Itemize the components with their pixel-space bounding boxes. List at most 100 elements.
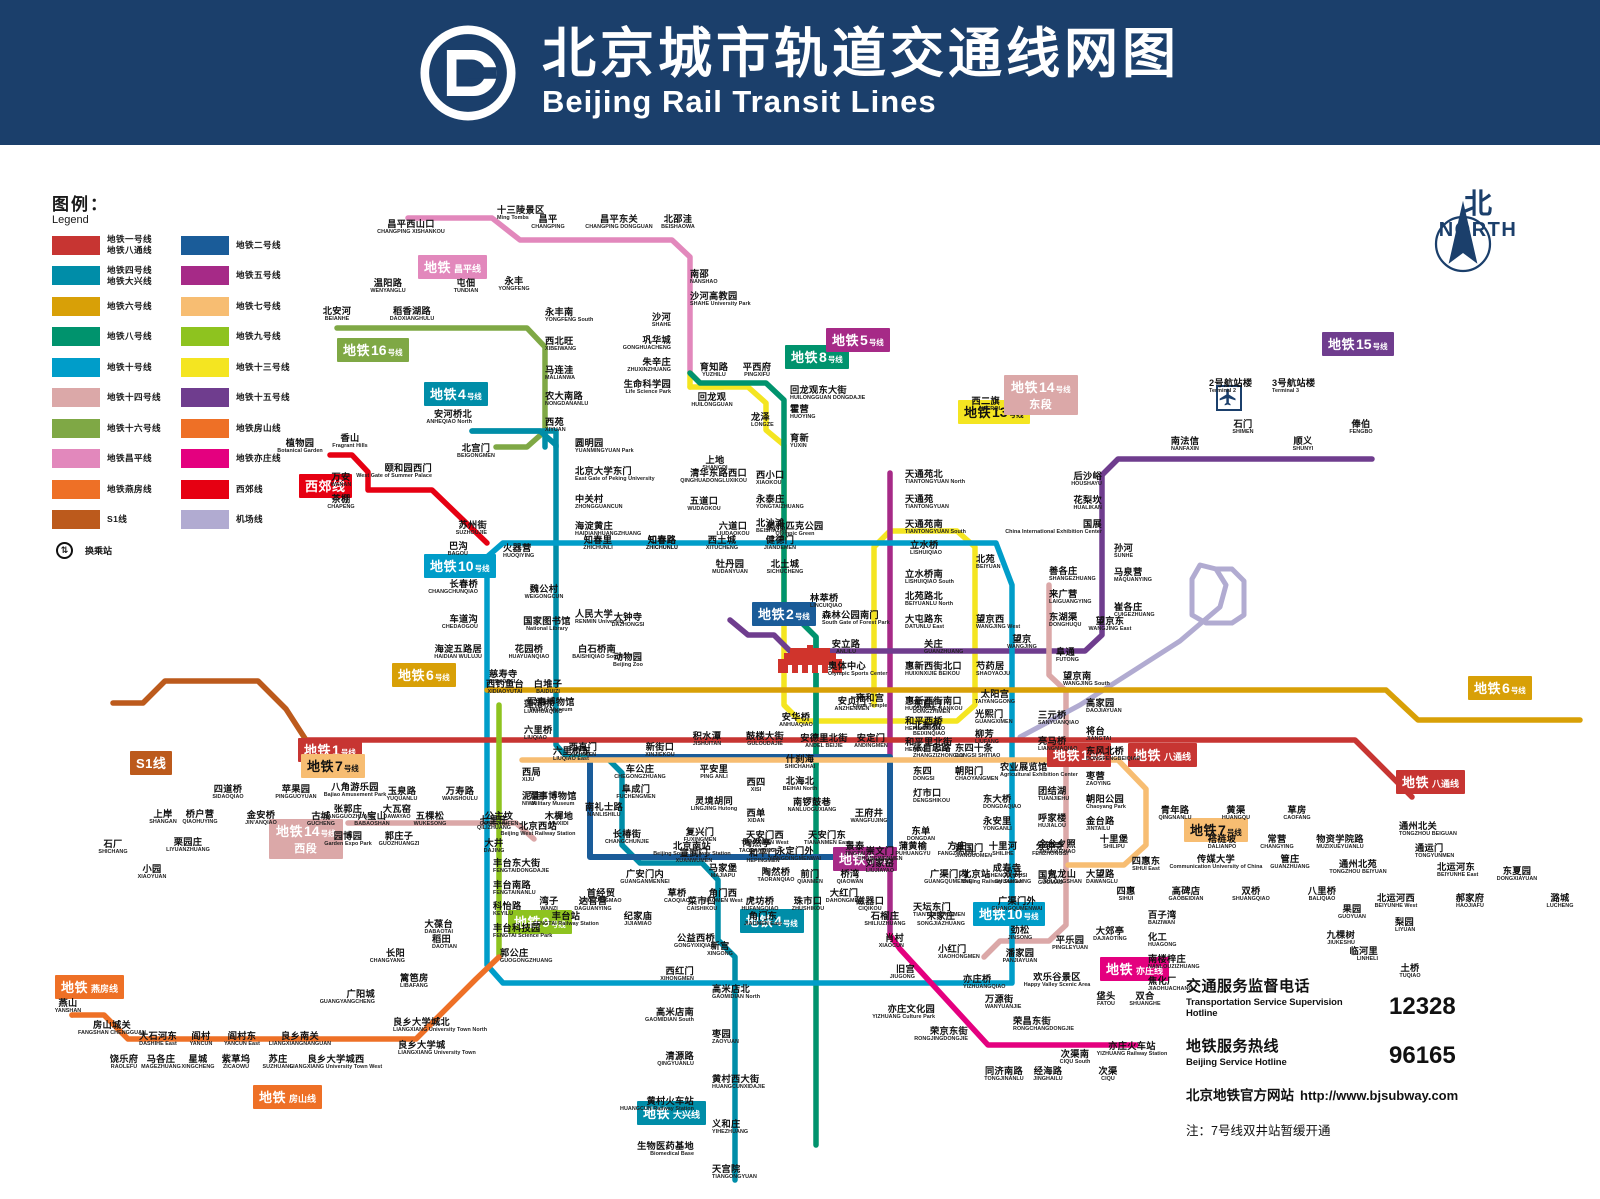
badge-yizhuang[interactable]: 地铁亦庄线 bbox=[1100, 957, 1170, 981]
transit-map[interactable]: 图例： Legend 地铁一号线地铁八通线地铁四号线地铁大兴线地铁六号线地铁八号… bbox=[0, 145, 1600, 1199]
badge-fangshan[interactable]: 地铁房山线 bbox=[253, 1085, 323, 1109]
